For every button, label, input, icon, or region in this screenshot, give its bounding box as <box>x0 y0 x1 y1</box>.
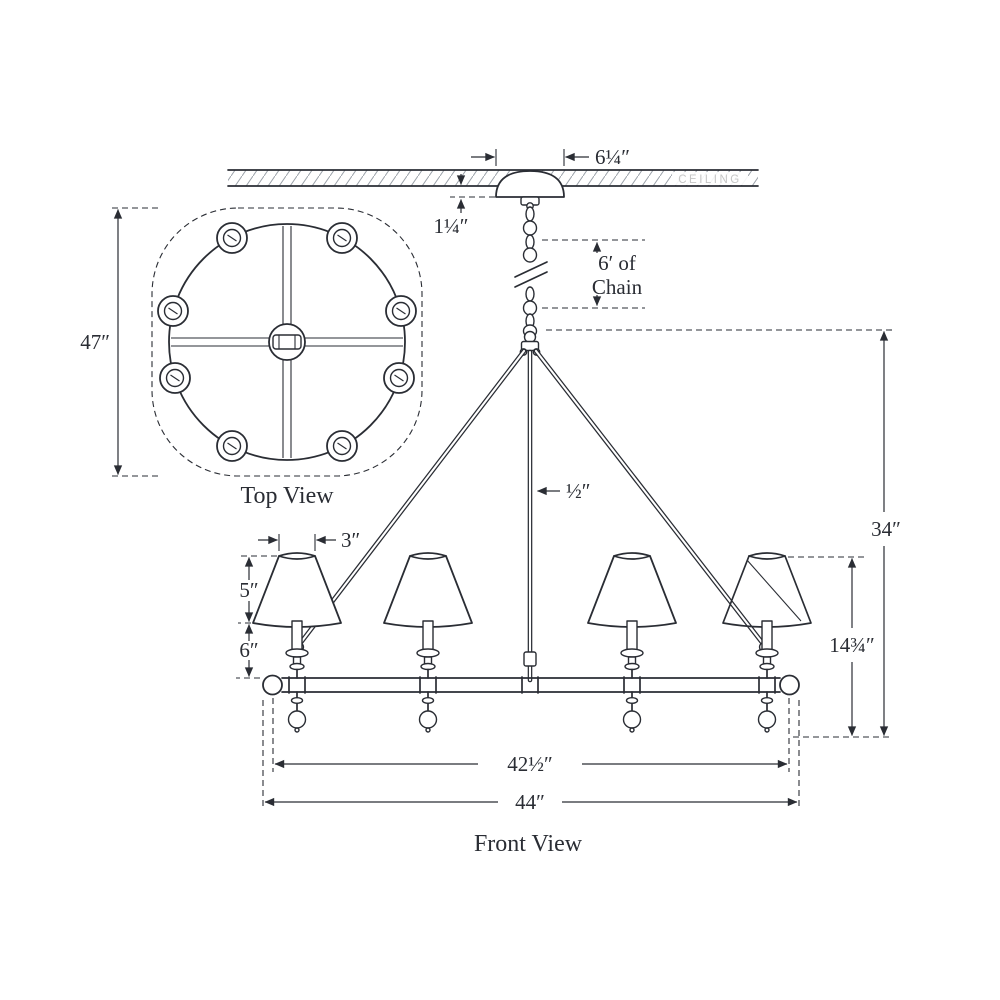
dim-candle-drop-label: 6″ <box>239 638 258 662</box>
top-view-center-hub <box>268 323 306 361</box>
dim-overall-height: 34″ <box>546 329 901 738</box>
ceiling-label: CEILING <box>678 174 742 186</box>
shade-4-transparent <box>722 552 812 628</box>
stem-collar <box>523 651 537 667</box>
bulb-icon <box>326 222 358 254</box>
dim-canopy-height: 1¼″ <box>434 174 505 238</box>
bulb-icon <box>157 295 189 327</box>
dim-body-height: 14¾″ <box>788 556 875 737</box>
ring-end-ball-left <box>262 674 283 696</box>
support-rods <box>296 348 767 683</box>
dim-ring-diameter: 42½″ <box>272 698 790 776</box>
top-view-dashed-outline <box>151 207 423 477</box>
bulb-icon <box>385 295 417 327</box>
chain-label-line2: Chain <box>592 275 643 299</box>
shade-1 <box>252 552 342 628</box>
shade-2 <box>383 552 473 628</box>
dim-stem: ½″ <box>536 479 591 503</box>
dim-47: 47″ <box>80 207 158 477</box>
chain <box>514 202 548 338</box>
chain-break-mark <box>514 261 548 278</box>
bulb-icon <box>216 430 248 462</box>
ring-bar <box>262 674 800 696</box>
dim-candle-drop: 6″ <box>236 623 260 679</box>
top-view: 47″ Top View <box>80 207 423 509</box>
dim-47-label: 47″ <box>80 330 110 354</box>
front-view: CEILING <box>227 145 901 857</box>
bulb-icon <box>383 362 415 394</box>
dim-shade-top-label: 3″ <box>341 528 360 552</box>
dim-overall-width-label: 44″ <box>515 790 545 814</box>
dim-stem-label: ½″ <box>566 479 591 503</box>
dim-chain-length: 6′ of Chain <box>542 239 645 309</box>
dim-canopy-height-label: 1¼″ <box>434 214 469 238</box>
shade-3 <box>587 552 677 628</box>
chain-label-line1: 6′ of <box>598 251 636 275</box>
dim-shade-height-label: 5″ <box>239 578 258 602</box>
dim-body-height-label: 14¾″ <box>829 633 875 657</box>
bulb-icon <box>159 362 191 394</box>
dim-overall-width: 44″ <box>262 700 800 814</box>
front-view-title: Front View <box>474 831 583 857</box>
dim-shade-top: 3″ <box>258 528 360 552</box>
top-view-title: Top View <box>240 483 334 509</box>
bulb-icon <box>216 222 248 254</box>
dim-canopy-width-label: 6¼″ <box>595 145 630 169</box>
dim-shade-height: 5″ <box>238 555 277 624</box>
dim-ring-diameter-label: 42½″ <box>507 752 553 776</box>
shade-crease <box>746 559 802 622</box>
hub <box>519 330 541 356</box>
ring-end-ball-right <box>779 674 800 696</box>
chain-break-mark <box>514 271 548 288</box>
dim-canopy-width: 6¼″ <box>471 145 630 169</box>
bulb-icon <box>326 430 358 462</box>
shades <box>252 552 812 628</box>
ceiling-band: CEILING <box>227 169 759 187</box>
canopy <box>495 170 565 206</box>
dim-overall-height-label: 34″ <box>871 517 901 541</box>
